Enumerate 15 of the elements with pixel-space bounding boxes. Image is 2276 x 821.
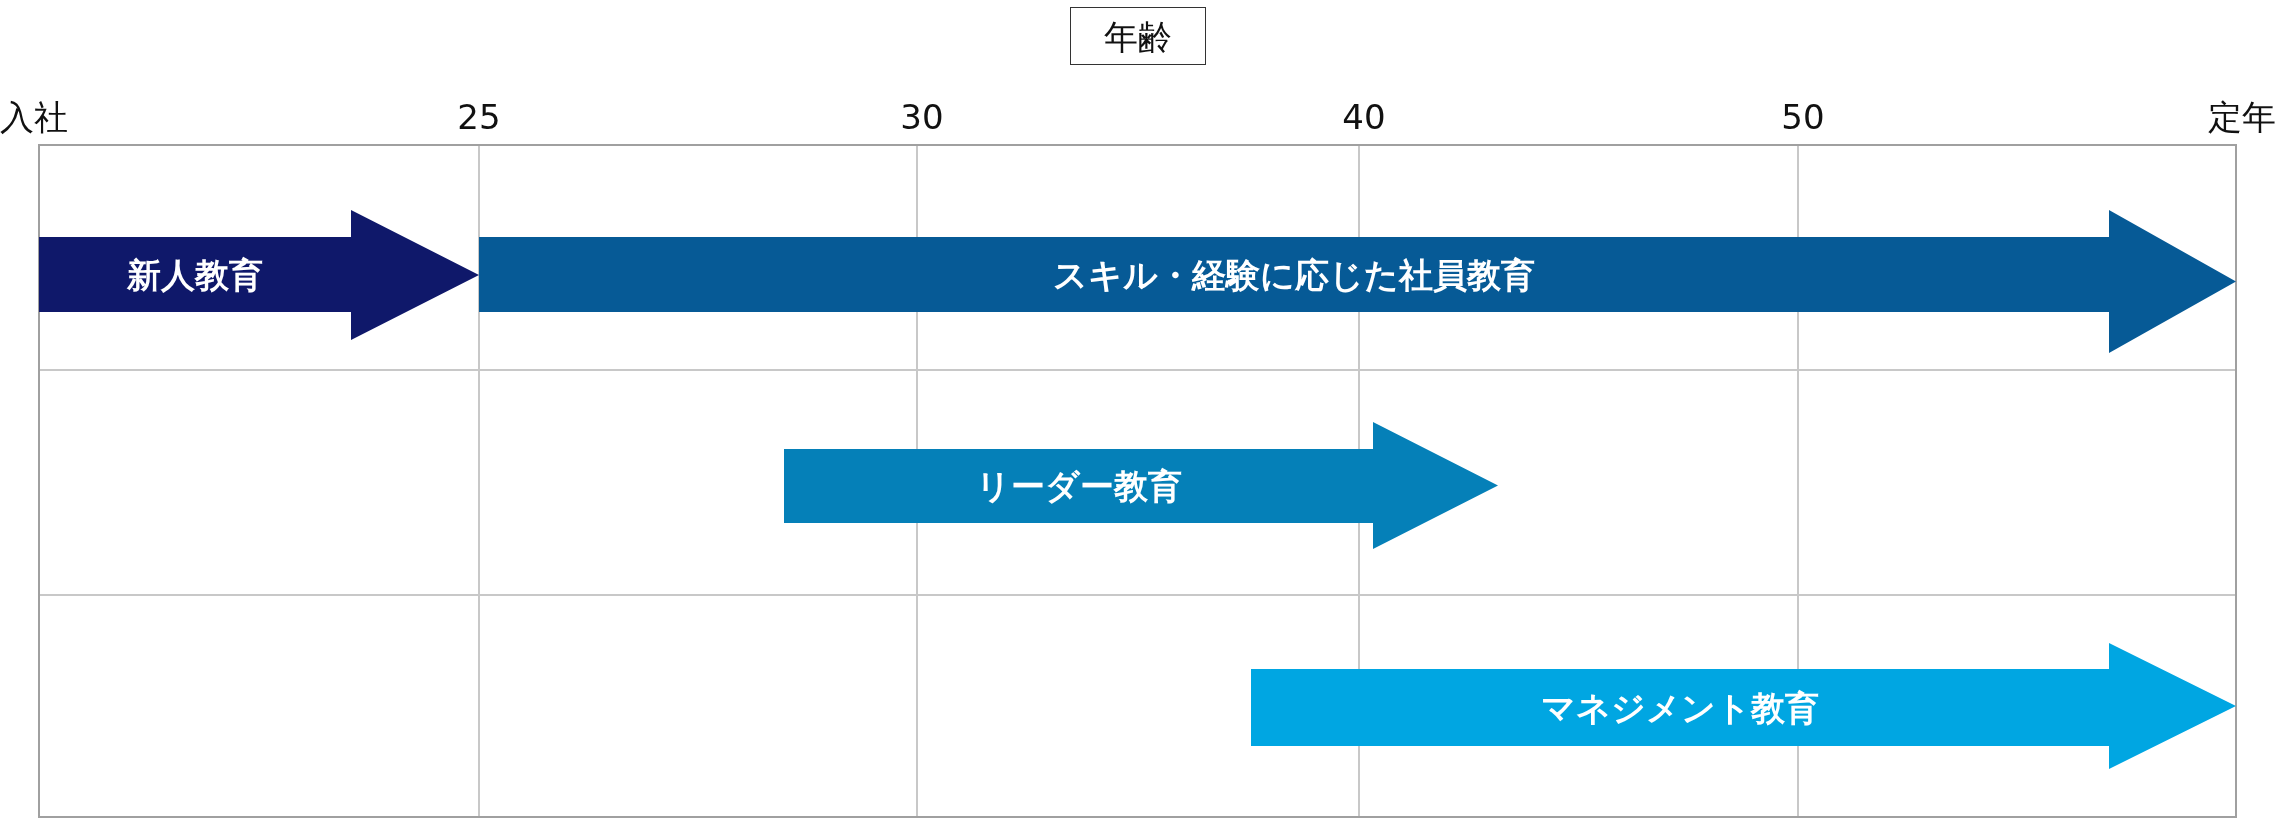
axis-tick-label: 50 — [1781, 97, 1825, 137]
training-stage-banner — [479, 210, 2236, 353]
stage-label: 新人教育 — [127, 254, 263, 295]
axis-tick-label: 30 — [900, 97, 944, 137]
axis-tick-label: 40 — [1342, 97, 1386, 137]
axis-tick-label: 定年 — [2208, 97, 2276, 137]
training-stage-banner — [784, 422, 1498, 549]
stage-label: マネジメント教育 — [1541, 687, 1819, 728]
training-stage-banner — [1251, 643, 2236, 769]
training-stage-banner — [39, 210, 479, 340]
axis-title: 年齢 — [1070, 7, 1206, 65]
axis-tick-label: 入社 — [0, 97, 68, 137]
axis-tick-label: 25 — [457, 97, 501, 137]
stage-label: スキル・経験に応じた社員教育 — [1053, 254, 1535, 295]
stage-label: リーダー教育 — [975, 466, 1182, 506]
